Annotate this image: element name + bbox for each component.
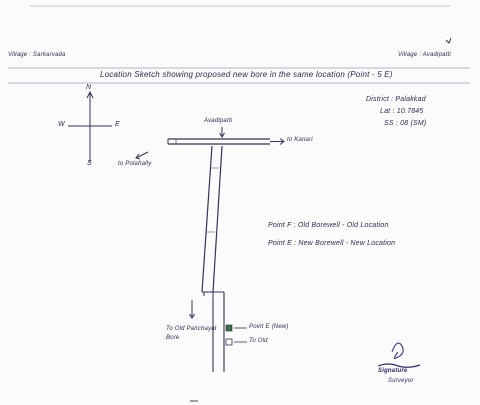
header-left-text: Village : Sarkarvada bbox=[8, 52, 66, 58]
bottom-arrow-label: To Old Panchayat Bore bbox=[166, 326, 217, 341]
top-road-label: Avadipatti bbox=[204, 118, 233, 124]
right-arrow-label: to Kanari bbox=[287, 137, 313, 143]
legend-point-e: Point E : New Borewell - New Location bbox=[268, 240, 396, 247]
compass-s: S bbox=[87, 160, 92, 167]
lat-text: Lat : 10.7845 bbox=[380, 108, 424, 115]
point-f-marker bbox=[225, 338, 233, 346]
compass-e: E bbox=[115, 121, 120, 128]
ss-text: SS : 08 (SM) bbox=[384, 120, 427, 127]
signature-role: Surveyor bbox=[388, 378, 414, 384]
lane-road bbox=[201, 145, 223, 293]
signature-scribble bbox=[377, 342, 421, 368]
plot-block bbox=[189, 291, 225, 372]
district-text: District : Palakkad bbox=[366, 96, 426, 103]
point-e-marker bbox=[225, 324, 233, 332]
page-title: Location Sketch showing proposed new bor… bbox=[100, 70, 393, 79]
header-right-text: Village : Avadipatti bbox=[398, 52, 451, 58]
compass-w: W bbox=[58, 121, 65, 128]
top-road bbox=[135, 127, 285, 160]
tick-mark bbox=[445, 37, 452, 44]
left-arrow-label: to Polahally bbox=[118, 161, 152, 167]
signature-name: Signature bbox=[378, 368, 408, 374]
legend-point-f: Point F : Old Borewell - Old Location bbox=[268, 222, 389, 229]
compass-rose bbox=[68, 90, 112, 162]
point-f-label: To Old bbox=[249, 338, 268, 344]
compass-n: N bbox=[86, 84, 92, 91]
point-e-label: Point E (New) bbox=[249, 324, 289, 330]
